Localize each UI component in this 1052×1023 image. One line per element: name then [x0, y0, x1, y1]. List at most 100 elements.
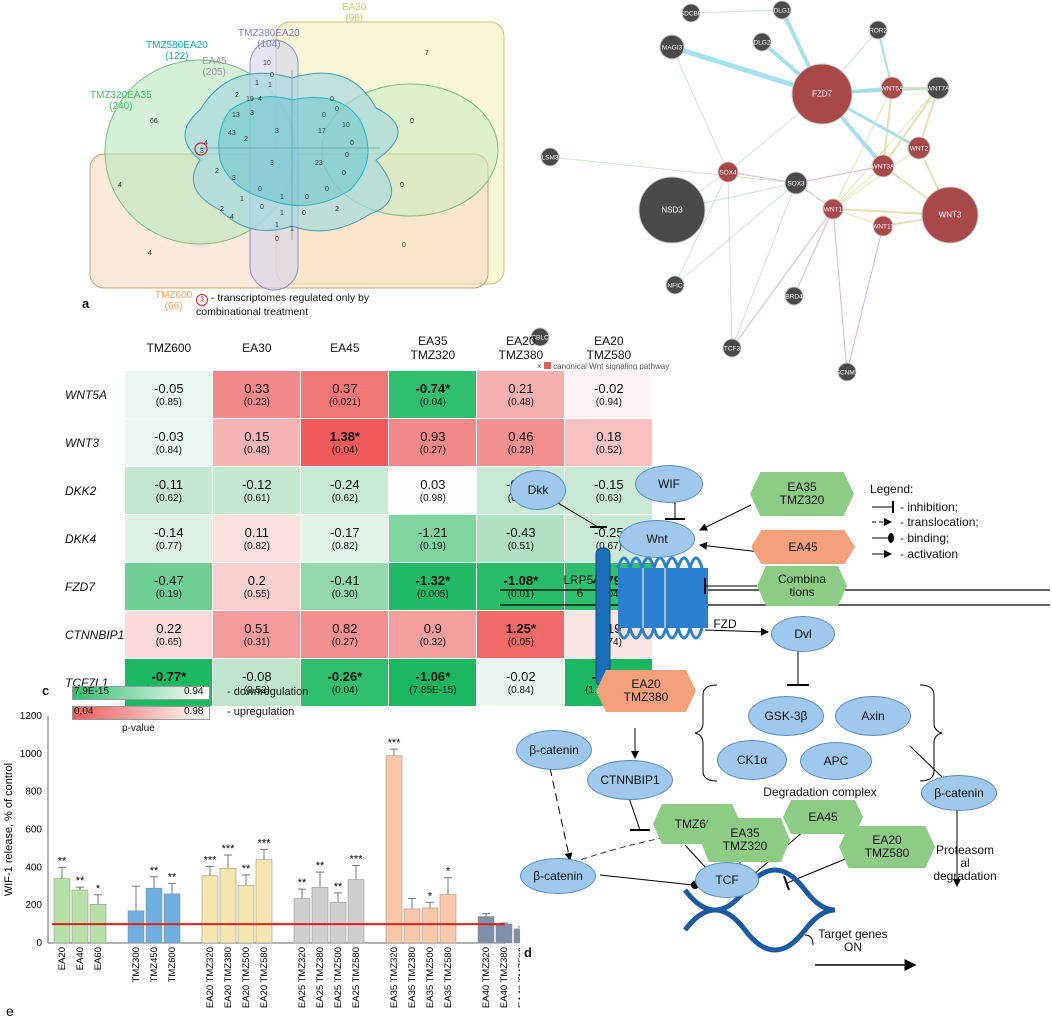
- drug-ea45[interactable]: EA45: [751, 530, 855, 564]
- bar: [439, 894, 457, 944]
- corner-cell: [63, 326, 125, 371]
- fold-change: 0.37: [332, 380, 358, 396]
- wnt-node[interactable]: Wnt: [619, 520, 695, 558]
- heatmap-cell: 0.2(0.55): [212, 562, 302, 611]
- network-node[interactable]: [665, 275, 685, 295]
- heatmap-cell: -0.26*(0.04): [300, 658, 390, 707]
- beta-catenin-node[interactable]: β-catenin: [921, 775, 997, 811]
- network-node-label: CBLC: [531, 335, 549, 342]
- fold-change: 0.11: [244, 524, 270, 540]
- venn-count: 0: [410, 118, 414, 125]
- tcf-node[interactable]: TCF: [695, 862, 759, 898]
- x-tick-label: EA40 TMZ320: [481, 947, 492, 1008]
- y-tick-label: 1200: [20, 711, 43, 722]
- network-node[interactable]: [907, 136, 931, 160]
- venn-count: 1: [268, 82, 272, 89]
- network-edge: [832, 87, 939, 210]
- network-node[interactable]: [681, 3, 701, 23]
- drug-ea35-tmz320[interactable]: EA35 TMZ320: [750, 472, 854, 516]
- ctnnbip1-node[interactable]: CTNNBIP1: [587, 760, 673, 800]
- network-edge: [549, 156, 797, 184]
- venn-label-tmz580ea20: TMZ580EA20(122): [146, 40, 208, 62]
- network-node[interactable]: [921, 186, 979, 244]
- dna-helix: [683, 867, 836, 953]
- p-value: (0.94): [595, 396, 622, 408]
- network-node[interactable]: [540, 147, 560, 167]
- network-node[interactable]: [926, 76, 950, 100]
- p-value: (0.52): [595, 444, 622, 456]
- network-node[interactable]: [530, 327, 550, 347]
- dvl-node[interactable]: Dvl: [771, 616, 835, 652]
- heatmap-cell: 0.33(0.23): [212, 370, 302, 419]
- beta-catenin-node[interactable]: β-catenin: [516, 730, 592, 770]
- dkk-node[interactable]: Dkk: [510, 470, 566, 510]
- venn-label-ea45: EA45(205): [202, 56, 227, 78]
- down-label: - downregulation: [227, 686, 309, 698]
- network-node[interactable]: [717, 161, 739, 183]
- wif-node[interactable]: WIF: [635, 465, 703, 503]
- significance-marker: *: [446, 866, 451, 878]
- heatmap-cell: -0.05(0.85): [124, 370, 214, 419]
- network-node[interactable]: [871, 154, 895, 178]
- p-value: (0.04): [419, 396, 446, 408]
- heatmap-cell: -0.02(0.84): [476, 658, 566, 707]
- heatmap-legend: 7.9E-15 0.94 - downregulation 0.04 0.98 …: [72, 686, 372, 746]
- axin-node[interactable]: Axin: [835, 696, 911, 736]
- significance-marker: *: [428, 890, 433, 902]
- bar: [145, 887, 163, 944]
- heatmap-cell: -0.47(0.19): [124, 562, 214, 611]
- fold-change: -0.47: [154, 572, 184, 588]
- heatmap-cell: 0.11(0.82): [212, 514, 302, 563]
- fold-change: 0.9: [423, 620, 442, 636]
- venn-count: 4: [204, 140, 208, 147]
- heatmap-cell: -0.74*(0.04): [388, 370, 478, 419]
- network-node[interactable]: [791, 63, 853, 125]
- p-value: (0.48): [507, 396, 534, 408]
- network-node[interactable]: [722, 338, 742, 358]
- network-node[interactable]: [752, 32, 772, 52]
- venn-count: 3: [275, 128, 279, 135]
- venn-count: 23: [315, 160, 323, 167]
- venn-count: 17: [318, 128, 326, 135]
- network-node[interactable]: [837, 362, 857, 382]
- p-value: (0.23): [243, 396, 270, 408]
- significance-marker: ***: [258, 837, 272, 849]
- gene-label: CTNNBIP1: [61, 610, 126, 659]
- network-node[interactable]: [638, 176, 706, 244]
- fold-change: 0.82: [332, 620, 358, 636]
- apc-node[interactable]: APC: [800, 742, 872, 780]
- gsk3b-node[interactable]: GSK-3β: [748, 696, 824, 736]
- network-node[interactable]: [868, 20, 888, 40]
- p-value: (0.005): [417, 588, 449, 600]
- venn-legend: 3 - transcriptomes regulated only by com…: [196, 292, 406, 318]
- network-node[interactable]: [772, 0, 792, 20]
- upregulation-gradient: [72, 706, 210, 720]
- network-node[interactable]: [659, 34, 685, 60]
- fzd-label: FZD: [713, 616, 737, 631]
- venn-count: 1: [280, 210, 284, 217]
- bar: [513, 928, 520, 944]
- venn-count: 0: [260, 204, 264, 211]
- heatmap-row: DKK4-0.14(0.77)0.11(0.82)-0.17(0.82)-1.2…: [61, 514, 654, 563]
- legend-close-icon[interactable]: ×: [537, 362, 542, 371]
- beta-catenin-node[interactable]: β-catenin: [520, 858, 596, 894]
- significance-marker: **: [58, 855, 67, 867]
- network-node[interactable]: [822, 198, 844, 220]
- drug-ea35-tmz320[interactable]: EA35 TMZ320: [700, 818, 790, 862]
- drug-ea20-tmz380[interactable]: EA20 TMZ380: [596, 670, 696, 712]
- network-node[interactable]: [872, 215, 894, 237]
- network-node[interactable]: [880, 76, 904, 100]
- drug-ea20-tmz580[interactable]: EA20 TMZ580: [839, 826, 935, 868]
- venn-count: 1: [240, 196, 244, 203]
- ck1a-node[interactable]: CK1α: [717, 740, 787, 780]
- drug-combinations[interactable]: Combina tions: [757, 566, 847, 606]
- network-node[interactable]: [784, 171, 808, 195]
- venn-count: 4: [258, 96, 262, 103]
- fold-change: -0.02: [594, 380, 624, 396]
- downregulation-gradient: [72, 686, 210, 700]
- heatmap-row: DKK2-0.11(0.62)-0.12(0.61)-0.24(0.62)0.0…: [61, 466, 654, 515]
- venn-count: 3: [250, 110, 254, 117]
- venn-legend-text: - transcriptomes regulated only by combi…: [196, 292, 370, 318]
- network-node[interactable]: [784, 286, 804, 306]
